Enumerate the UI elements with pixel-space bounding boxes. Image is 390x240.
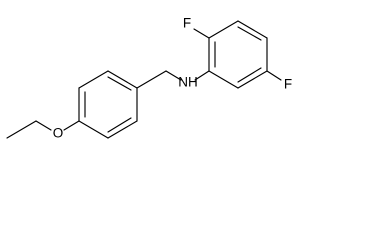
atom-oxygen-label: O [53,126,64,141]
bond-ring1-f [78,120,109,139]
atom-nh-label: NH [178,75,198,90]
bond-ethyl-ch2-o [35,120,52,131]
bond-n-ring2 [194,70,210,81]
bond-ring2-f1 [193,28,210,39]
bond-ch2-n [165,70,182,81]
bond-ring-ch2 [136,70,167,89]
bond-ring2-double-2 [237,26,262,41]
bond-ring1-double-3 [107,117,132,133]
atom-fluorine-1-label: F [183,16,191,31]
molecule-diagram: O NH F F [6,16,292,141]
bond-ring1-e [107,120,138,139]
structure-canvas: O NH F F [6,15,293,141]
bond-ring1-c [107,70,138,89]
bond-ring2-c [237,20,268,39]
bond-ring2-double-3 [237,67,262,83]
bond-ring2-e [237,70,268,89]
bond-ring1-b [78,70,109,89]
bond-ring2-b [208,20,239,39]
atom-fluorine-2-label: F [284,77,292,92]
bond-ring1-double-2 [107,76,132,91]
bond-o-ring [63,120,80,131]
bond-ring2-f2 [266,70,282,81]
bond-ring2-f [208,70,239,89]
bond-ethyl-ch3-ch2 [6,120,37,139]
